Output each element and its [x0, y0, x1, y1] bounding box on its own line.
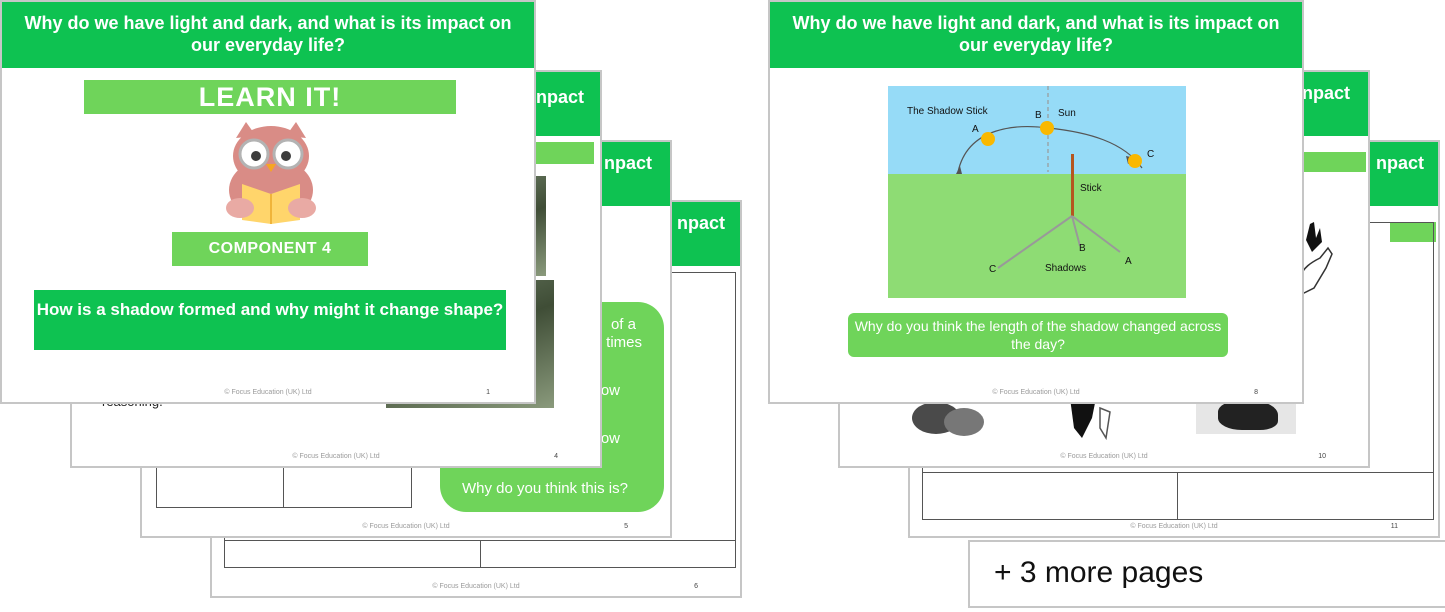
- bubble-text: ow: [600, 382, 620, 399]
- page-number: 11: [1390, 523, 1398, 530]
- sun-label: Sun: [1058, 108, 1076, 119]
- diagram-title: The Shadow Stick: [907, 106, 988, 117]
- bubble-question: Why do you think this is?: [462, 480, 628, 497]
- sun-position-b: [1040, 121, 1054, 135]
- arrowhead-icon: [956, 166, 962, 174]
- slide-header: Why do we have light and dark, and what …: [2, 2, 534, 68]
- subheader-bar: [1390, 222, 1436, 242]
- shadow-stick-diagram: [888, 86, 1186, 298]
- label-b: B: [1035, 110, 1042, 121]
- shadow-label-a: A: [1125, 256, 1132, 267]
- header-text: npact: [1376, 153, 1425, 173]
- shadow-photo-3: [1196, 398, 1296, 434]
- bubble-text: ow: [600, 430, 620, 447]
- header-text: npact: [677, 213, 726, 233]
- page-number: 8: [1254, 389, 1258, 396]
- shadow-label-c: C: [989, 264, 997, 275]
- slide-footer: © Focus Education (UK) Ltd: [1130, 523, 1218, 530]
- stick: [1071, 154, 1074, 216]
- slide-page-8: Why do we have light and dark, and what …: [768, 0, 1304, 404]
- learn-it-banner: LEARN IT!: [84, 80, 456, 114]
- sun-position-a: [981, 132, 995, 146]
- subheader-bar: [1302, 152, 1366, 172]
- header-text: npact: [604, 153, 653, 173]
- slide-footer: © Focus Education (UK) Ltd: [1060, 453, 1148, 460]
- shadow-line-a: [1071, 215, 1121, 253]
- page-number: 1: [486, 389, 490, 396]
- page-number: 4: [554, 453, 558, 460]
- header-text: npact: [536, 87, 585, 107]
- shadow-line-b: [1071, 215, 1081, 247]
- header-text: npact: [1302, 83, 1351, 103]
- page-number: 6: [694, 583, 698, 590]
- shadow-line-c: [997, 215, 1073, 269]
- slide-footer: © Focus Education (UK) Ltd: [992, 389, 1080, 396]
- table-divider: [224, 540, 736, 541]
- slide-title: Why do we have light and dark, and what …: [24, 13, 512, 55]
- shadow-photo-1: [912, 402, 984, 436]
- slide-footer: © Focus Education (UK) Ltd: [432, 583, 520, 590]
- owl-reading-icon: [226, 122, 316, 224]
- question-box: How is a shadow formed and why might it …: [34, 290, 506, 350]
- slide-header: Why do we have light and dark, and what …: [770, 2, 1302, 68]
- slide-title: Why do we have light and dark, and what …: [792, 13, 1280, 55]
- question-box: Why do you think the length of the shado…: [848, 313, 1228, 357]
- label-a: A: [972, 124, 979, 135]
- bubble-text: times: [606, 334, 642, 351]
- label-c: C: [1147, 149, 1155, 160]
- bubble-text: of a: [610, 316, 636, 333]
- slide-footer: © Focus Education (UK) Ltd: [292, 453, 380, 460]
- slide-page-1: Why do we have light and dark, and what …: [0, 0, 536, 404]
- page-number: 10: [1318, 453, 1326, 460]
- shadow-photo-2: [1070, 398, 1111, 441]
- table-divider: [922, 472, 1434, 473]
- slide-footer: © Focus Education (UK) Ltd: [362, 523, 450, 530]
- grass-area: [888, 174, 1186, 298]
- shadow-label-b: B: [1079, 243, 1086, 254]
- sun-position-c: [1128, 154, 1142, 168]
- stick-label: Stick: [1080, 183, 1102, 194]
- page-number: 5: [624, 523, 628, 530]
- more-pages-box: + 3 more pages: [968, 540, 1445, 608]
- component-label: COMPONENT 4: [172, 232, 368, 266]
- slide-footer: © Focus Education (UK) Ltd: [224, 389, 312, 396]
- shadows-label: Shadows: [1045, 263, 1087, 274]
